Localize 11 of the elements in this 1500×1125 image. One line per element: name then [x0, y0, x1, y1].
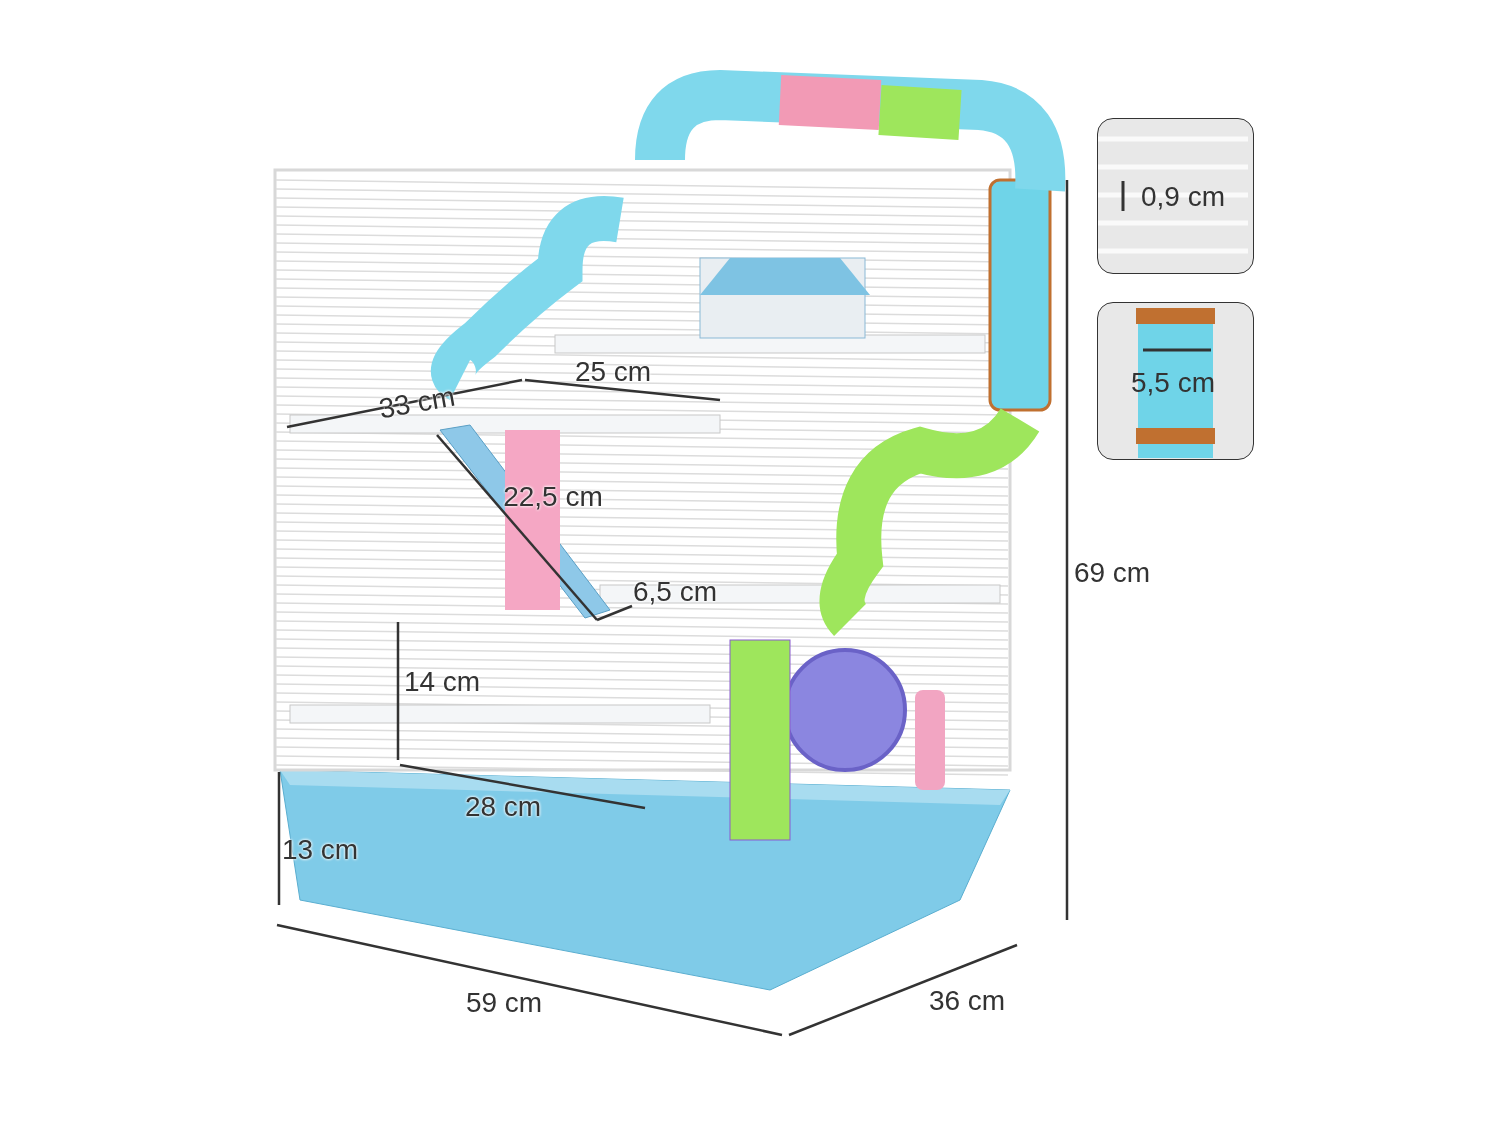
inset-photo-panel [1097, 118, 1254, 274]
dimension-label: 69 cm [1073, 557, 1151, 589]
dimension-label: 25 cm [574, 356, 652, 388]
dimension-label: 28 cm [464, 791, 542, 823]
inset-photo-panel [1097, 302, 1254, 460]
dimension-label: 14 cm [403, 666, 481, 698]
dimension-label: 0,9 cm [1141, 181, 1225, 213]
dimension-label: 36 cm [928, 985, 1006, 1017]
dimension-label: 22,5 cm [503, 481, 603, 513]
dimension-label: 6,5 cm [633, 576, 717, 608]
dimension-label: 59 cm [465, 987, 543, 1019]
